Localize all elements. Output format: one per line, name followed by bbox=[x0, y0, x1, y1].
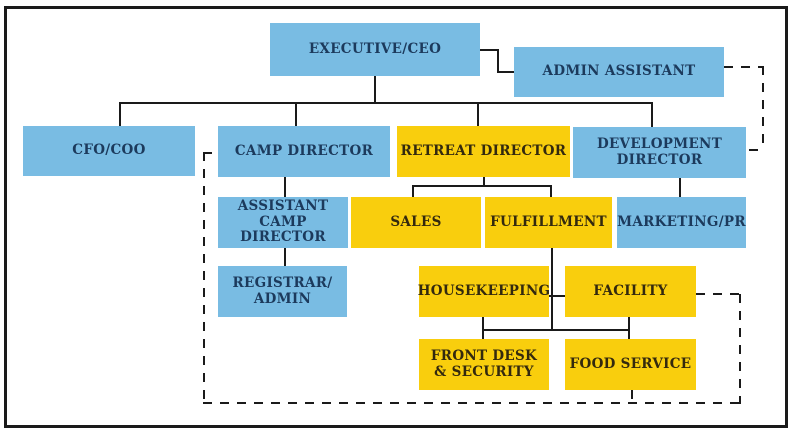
connector-ceo-admin-h2 bbox=[497, 71, 514, 73]
node-cfo-coo: CFO/COO bbox=[23, 126, 195, 176]
dashed-nub-facility bbox=[696, 293, 741, 295]
node-retreat-director: RETREAT DIRECTOR bbox=[397, 126, 570, 177]
connector-development-drop bbox=[651, 102, 653, 127]
connector-housekeeping-frontdesk bbox=[482, 317, 484, 339]
dashed-admin-h2 bbox=[749, 149, 764, 151]
connector-tier2-bus bbox=[120, 102, 653, 104]
dashed-nub-camp-director bbox=[203, 152, 218, 154]
node-housekeeping: HOUSEKEEPING bbox=[418, 266, 550, 317]
connector-development-marketing bbox=[679, 178, 681, 197]
connector-lower-bar bbox=[482, 329, 630, 331]
node-food-service: FOOD SERVICE bbox=[565, 339, 696, 390]
node-camp-director: CAMP DIRECTOR bbox=[218, 126, 390, 177]
connector-ceo-admin-h1 bbox=[480, 49, 499, 51]
connector-housekeeping-facility bbox=[549, 295, 565, 297]
connector-facility-foodservice bbox=[628, 317, 630, 339]
connector-retreat-drop bbox=[477, 102, 479, 126]
dashed-admin-h1 bbox=[724, 66, 764, 68]
connector-sales-drop bbox=[412, 185, 414, 197]
node-executive-ceo: EXECUTIVE/CEO bbox=[270, 23, 480, 76]
connector-fulfillment-drop bbox=[550, 185, 552, 197]
connector-assistant-registrar bbox=[284, 248, 286, 266]
node-development-director: DEVELOPMENT DIRECTOR bbox=[573, 127, 746, 178]
page-border bbox=[4, 6, 788, 428]
dashed-admin-v bbox=[762, 66, 764, 151]
connector-cfo-drop bbox=[119, 102, 121, 126]
node-front-desk-security: FRONT DESK & SECURITY bbox=[419, 339, 549, 390]
node-facility: FACILITY bbox=[565, 266, 696, 317]
node-registrar-admin: REGISTRAR/ ADMIN bbox=[218, 266, 347, 317]
node-marketing-pr: MARKETING/PR bbox=[617, 197, 746, 248]
dashed-foodservice-drop bbox=[631, 390, 633, 404]
dashed-boundary-bottom bbox=[203, 402, 741, 404]
connector-camp-drop bbox=[295, 102, 297, 126]
connector-ceo-admin-v bbox=[497, 49, 499, 73]
node-admin-assistant: ADMIN ASSISTANT bbox=[514, 47, 724, 97]
connector-camp-assistant bbox=[284, 177, 286, 197]
connector-ceo-drop bbox=[374, 76, 376, 103]
connector-retreat-fork-bar bbox=[412, 185, 552, 187]
connector-retreat-fork-stem bbox=[483, 177, 485, 187]
node-assistant-camp-director: ASSISTANT CAMP DIRECTOR bbox=[218, 197, 348, 248]
node-sales: SALES bbox=[351, 197, 481, 248]
dashed-boundary-right bbox=[739, 294, 741, 404]
connector-fulfillment-stem bbox=[551, 248, 553, 330]
dashed-boundary-left bbox=[203, 152, 205, 404]
node-fulfillment: FULFILLMENT bbox=[485, 197, 612, 248]
